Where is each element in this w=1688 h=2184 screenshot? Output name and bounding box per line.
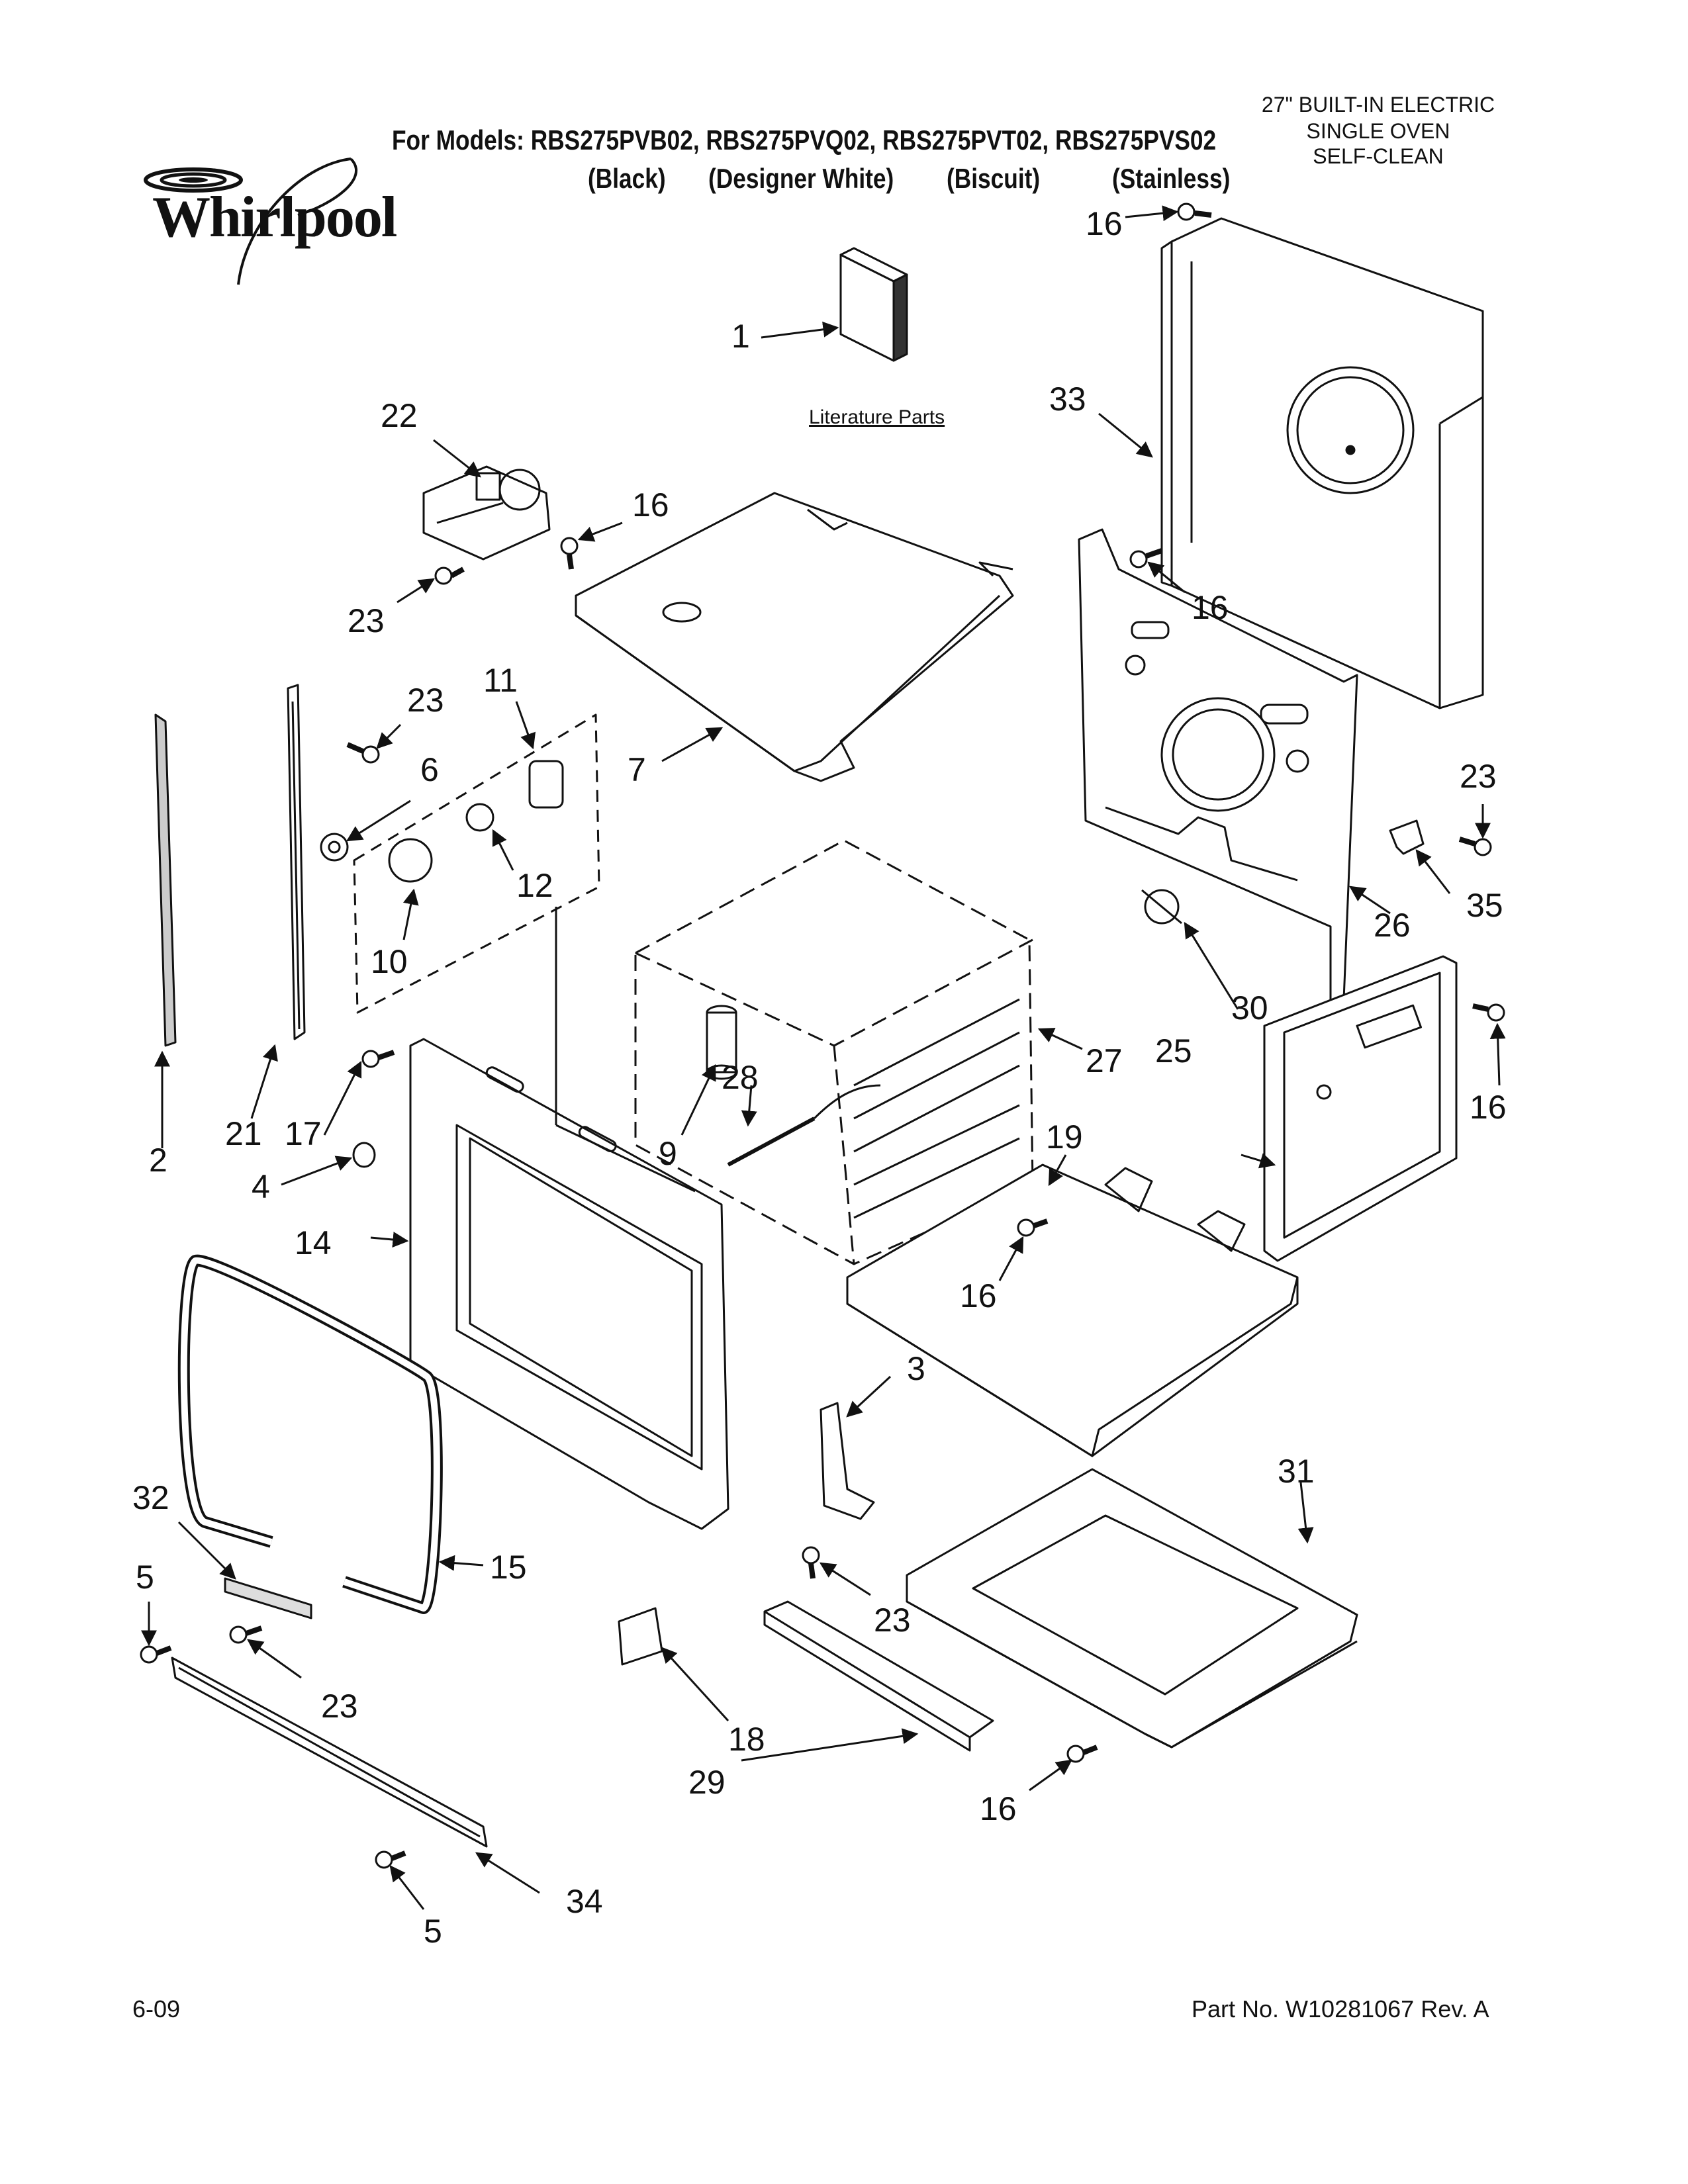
rear-panel-upper [1160, 217, 1484, 709]
callout-9: 9 [659, 1135, 677, 1172]
models-line: For Models: RBS275PVB02, RBS275PVQ02, RB… [392, 124, 1217, 156]
screw-17 [361, 1050, 395, 1068]
screw-16-rear [1129, 548, 1163, 569]
callout-14: 14 [295, 1224, 332, 1261]
gasket-bracket [224, 1577, 312, 1619]
lamp-socket [528, 760, 564, 809]
screw-23-kick [802, 1546, 820, 1579]
cavity-side-louvers [853, 998, 1020, 1219]
side-panel-right [1263, 955, 1458, 1262]
rear-panel-lower [1078, 528, 1358, 1007]
callout-27: 27 [1086, 1042, 1123, 1079]
callout-23-trim: 23 [407, 682, 444, 719]
screw-23-trim [346, 742, 380, 764]
callout-2: 2 [149, 1142, 167, 1179]
screw-16-pan [1066, 1745, 1098, 1763]
callout-5-left: 5 [136, 1559, 154, 1596]
callout-16-shield: 16 [632, 486, 669, 523]
product-line-3: SELF-CLEAN [1313, 144, 1444, 168]
bottom-pan [906, 1468, 1358, 1749]
small-bracket [1389, 819, 1425, 855]
retainer-clip [618, 1607, 663, 1666]
kick-panel [763, 1600, 994, 1739]
bottom-panel [846, 1163, 1299, 1457]
callout-12: 12 [516, 867, 553, 904]
callout-23-kick: 23 [874, 1602, 911, 1639]
grommet [320, 833, 349, 862]
callout-22: 22 [381, 397, 418, 434]
callout-29: 29 [688, 1764, 726, 1801]
light-lens [388, 838, 433, 883]
thermostat-disc [1141, 889, 1182, 925]
callout-16-pan: 16 [980, 1790, 1017, 1827]
whirlpool-swirl-icon [144, 158, 357, 285]
vent-trim-strip [154, 713, 177, 1047]
callout-23-top: 23 [348, 602, 385, 639]
footer-date: 6-09 [132, 1995, 181, 2023]
callout-19: 19 [1046, 1118, 1083, 1156]
top-shield-panel [575, 492, 1014, 782]
callout-23-right: 23 [1460, 758, 1497, 795]
screw-23-bracket [229, 1625, 263, 1644]
callout-16-side: 16 [1470, 1089, 1507, 1126]
finish-biscuit: (Biscuit) [947, 163, 1041, 194]
callout-26: 26 [1374, 907, 1411, 944]
front-frame [409, 1038, 729, 1530]
callout-16-rear: 16 [1192, 589, 1229, 626]
callout-23-bracket: 23 [321, 1688, 358, 1725]
side-trim [287, 684, 306, 1040]
callout-arrows [141, 205, 1506, 1910]
screw-16-top-shield [560, 537, 579, 570]
callout-7: 7 [628, 751, 646, 788]
callout-11: 11 [483, 662, 518, 699]
footer-part-number: Part No. W10281067 Rev. A [1192, 1995, 1489, 2023]
finish-designer-white: (Designer White) [708, 163, 894, 194]
screw-16-bottom [1017, 1218, 1049, 1237]
callout-17: 17 [285, 1115, 322, 1152]
callout-30: 30 [1231, 989, 1268, 1026]
bottom-trim [171, 1657, 488, 1848]
callout-31: 31 [1278, 1453, 1315, 1490]
screw-16-side [1472, 1003, 1505, 1022]
callout-15: 15 [490, 1549, 527, 1586]
callout-28: 28 [722, 1059, 759, 1096]
callout-16-top: 16 [1086, 205, 1123, 242]
literature-caption: Literature Parts [809, 406, 945, 428]
light-group-box [353, 713, 600, 1014]
screw-23-right [1458, 837, 1492, 856]
callout-5-bottom: 5 [424, 1913, 442, 1950]
screw-5-left [140, 1645, 172, 1664]
callout-33: 33 [1049, 381, 1086, 418]
finish-stainless: (Stainless) [1112, 163, 1231, 194]
literature-book [839, 247, 908, 362]
callout-10: 10 [371, 943, 408, 980]
callout-1: 1 [731, 318, 750, 355]
light-bulb [465, 803, 494, 832]
support-bracket [820, 1402, 875, 1520]
screw-5-bottom [375, 1850, 406, 1869]
callout-32: 32 [132, 1479, 169, 1516]
callout-18: 18 [728, 1721, 765, 1758]
control-bracket-assembly [422, 465, 551, 561]
screw-16-top [1177, 203, 1212, 221]
bumper-4 [352, 1142, 376, 1168]
oven-sensor [727, 1084, 881, 1167]
callout-4: 4 [252, 1168, 270, 1205]
callout-21: 21 [225, 1115, 262, 1152]
callout-3: 3 [907, 1350, 925, 1387]
callout-34: 34 [566, 1883, 603, 1920]
screw-23-top [434, 567, 465, 585]
callout-6: 6 [420, 751, 439, 788]
callout-35: 35 [1466, 887, 1503, 924]
callout-16-bottom: 16 [960, 1277, 997, 1314]
product-line-2: SINGLE OVEN [1306, 119, 1450, 143]
product-line-1: 27" BUILT-IN ELECTRIC [1261, 93, 1495, 116]
finish-black: (Black) [588, 163, 666, 194]
cavity-vent [706, 1005, 737, 1080]
brand-logo: Whirlpool [152, 185, 397, 250]
callout-labels: 1 2 3 4 5 5 6 7 9 10 11 12 14 15 16 16 1… [132, 205, 1507, 1950]
callout-25: 25 [1155, 1032, 1192, 1069]
